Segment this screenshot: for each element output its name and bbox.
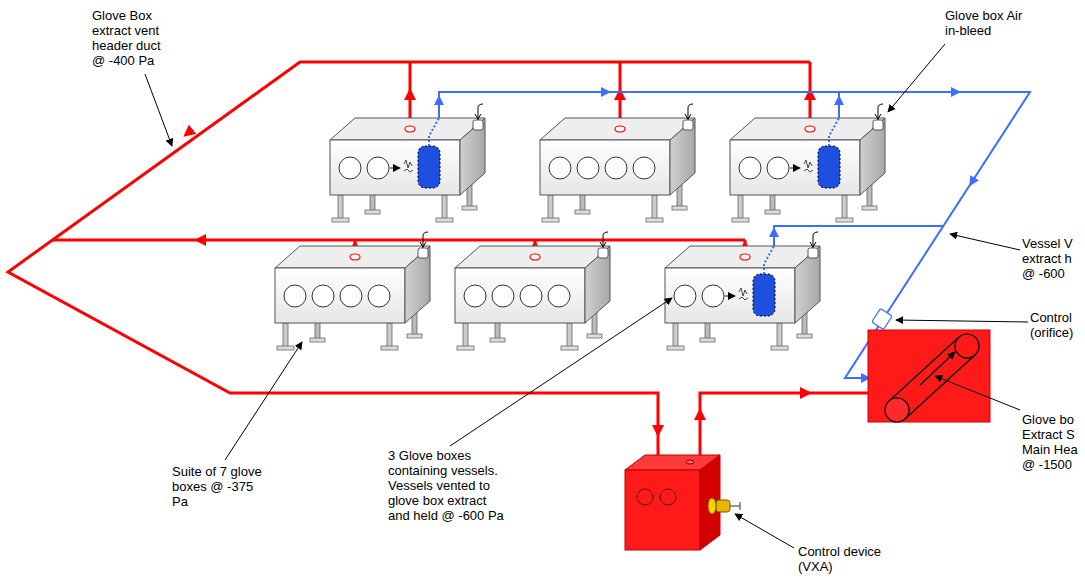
callout-label: Suite of 7 glove boxes @ -375 Pa	[172, 464, 267, 509]
callout-label: Glove box Air in-bleed	[945, 8, 1040, 38]
callout-label: Glove Box extract vent header duct @ -40…	[92, 8, 174, 68]
callout-label: Control (orifice)	[1030, 310, 1085, 340]
callout-label: Glove bo Extract S Main Hea @ -1500	[1022, 412, 1084, 472]
control-orifice	[872, 308, 892, 329]
leader-lines	[145, 44, 1028, 548]
callout-label: Vessel V extract h @ -600	[1022, 236, 1084, 281]
vxa-box	[625, 455, 740, 550]
callout-label: 3 Glove boxes containing vessels. Vessel…	[388, 448, 506, 523]
callout-label: Control device (VXA)	[798, 544, 898, 574]
main-extract-header	[868, 330, 990, 422]
extract-duct	[8, 62, 868, 462]
